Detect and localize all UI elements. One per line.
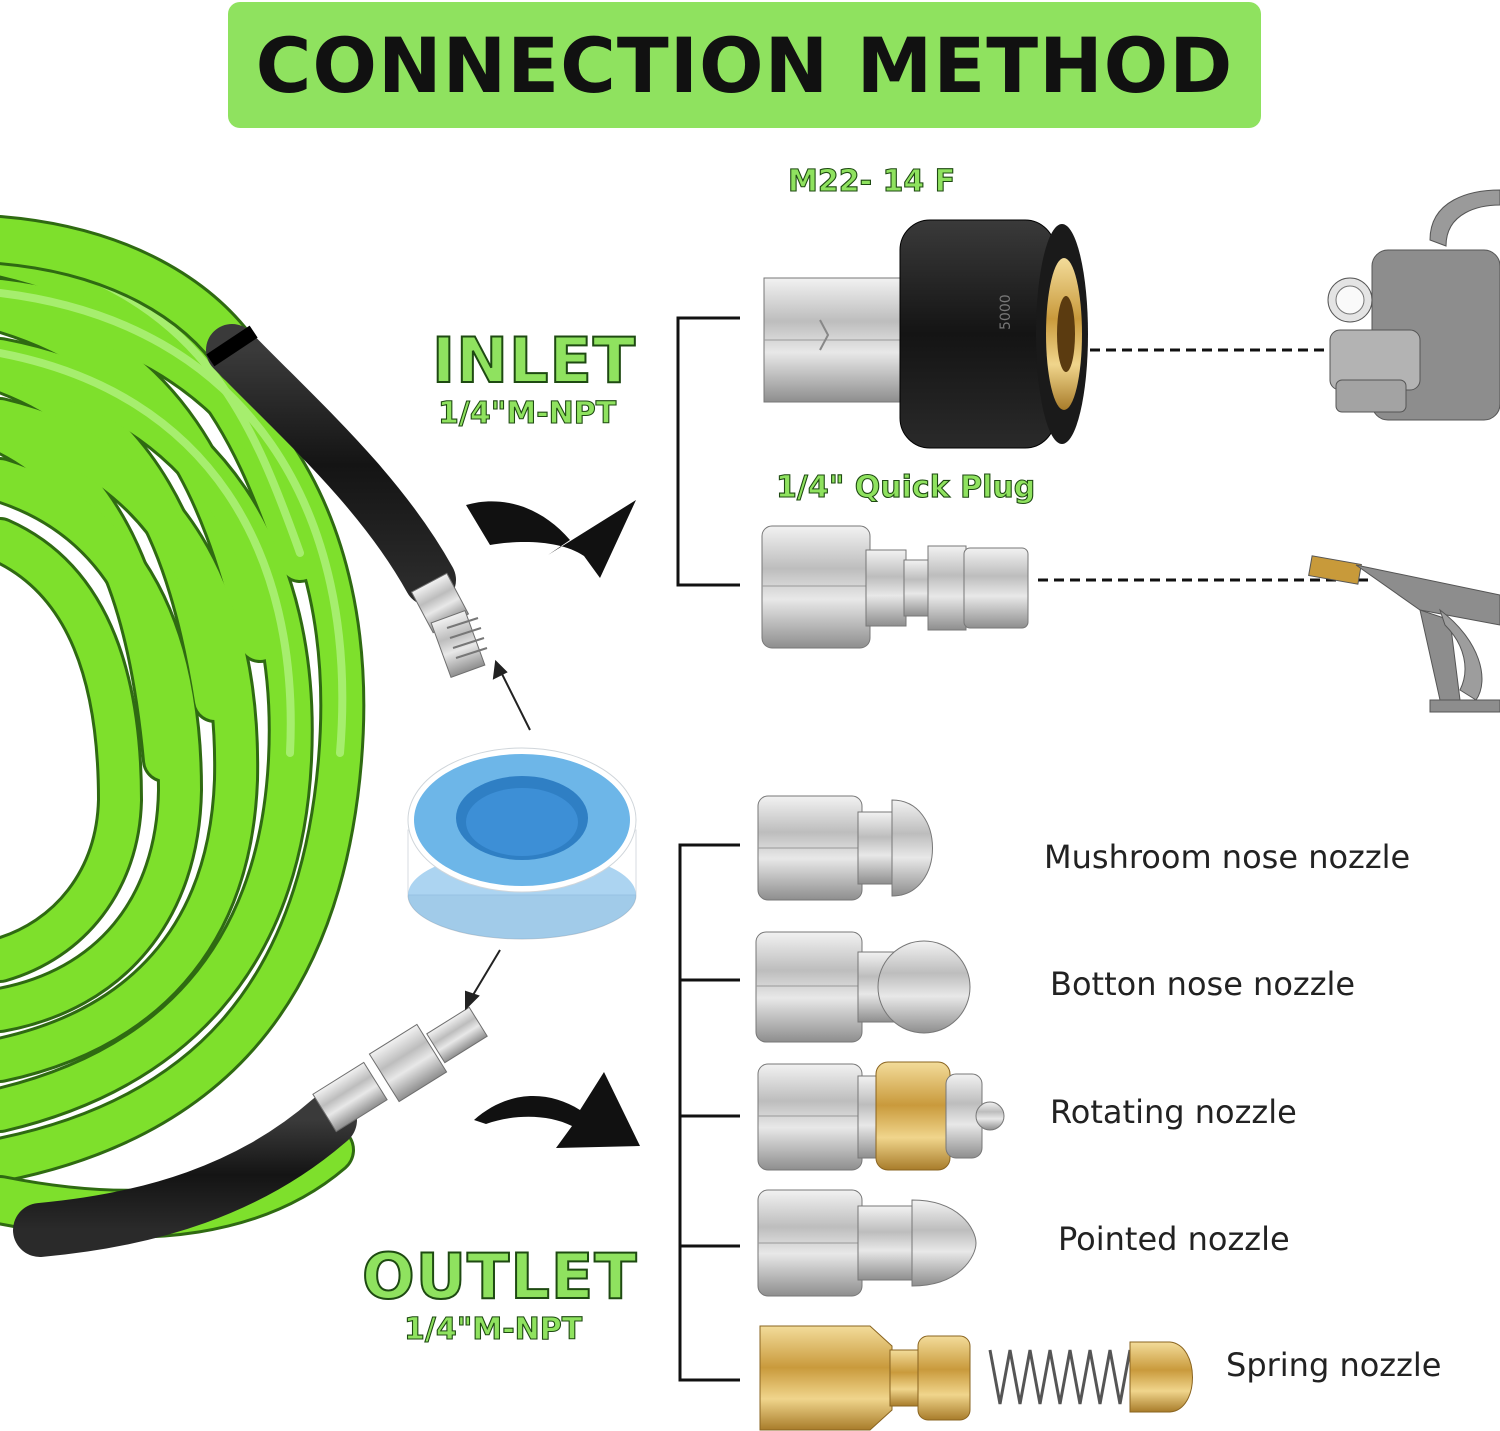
pointed-nozzle-icon bbox=[757, 1189, 977, 1297]
outlet-thread-label: 1/4"M-NPT bbox=[403, 1311, 583, 1347]
hose-coil bbox=[0, 232, 366, 1183]
spray-gun-icon bbox=[1308, 555, 1500, 713]
inlet-bracket bbox=[676, 316, 740, 587]
tape-arrows bbox=[465, 659, 531, 1011]
spring-nozzle-label: Spring nozzle bbox=[1226, 1346, 1442, 1384]
m22-coupler-icon: 5000 bbox=[763, 219, 1088, 449]
mushroom-nozzle-icon bbox=[757, 795, 933, 901]
outlet-bracket bbox=[678, 843, 740, 1382]
pointed-nozzle-label: Pointed nozzle bbox=[1058, 1220, 1290, 1258]
inlet-hose-end bbox=[0, 215, 488, 679]
m22-fitting-label: M22- 14 F bbox=[787, 163, 956, 199]
inlet-arrow-icon bbox=[466, 500, 636, 578]
spring-nozzle-icon bbox=[759, 1325, 1193, 1431]
rotating-nozzle-label: Rotating nozzle bbox=[1050, 1093, 1297, 1131]
rotating-nozzle-icon bbox=[757, 1061, 1005, 1171]
title-banner: CONNECTION METHOD bbox=[228, 2, 1261, 128]
page-title: CONNECTION METHOD bbox=[255, 20, 1234, 110]
inlet-title: INLET bbox=[431, 323, 637, 398]
quick-plug-label: 1/4" Quick Plug bbox=[775, 469, 1036, 505]
button-nozzle-label: Botton nose nozzle bbox=[1050, 965, 1356, 1003]
outlet-hose-end bbox=[0, 1006, 488, 1257]
mushroom-nozzle-label: Mushroom nose nozzle bbox=[1044, 838, 1411, 876]
quick-plug-icon bbox=[761, 525, 1029, 649]
outlet-arrow-icon bbox=[474, 1072, 640, 1148]
inlet-thread-label: 1/4"M-NPT bbox=[437, 395, 617, 431]
button-nozzle-icon bbox=[755, 931, 971, 1043]
pressure-washer-icon bbox=[1327, 189, 1500, 421]
thread-tape-icon bbox=[407, 747, 637, 940]
outlet-title: OUTLET bbox=[361, 1239, 638, 1314]
svg-text:5000: 5000 bbox=[998, 294, 1014, 330]
